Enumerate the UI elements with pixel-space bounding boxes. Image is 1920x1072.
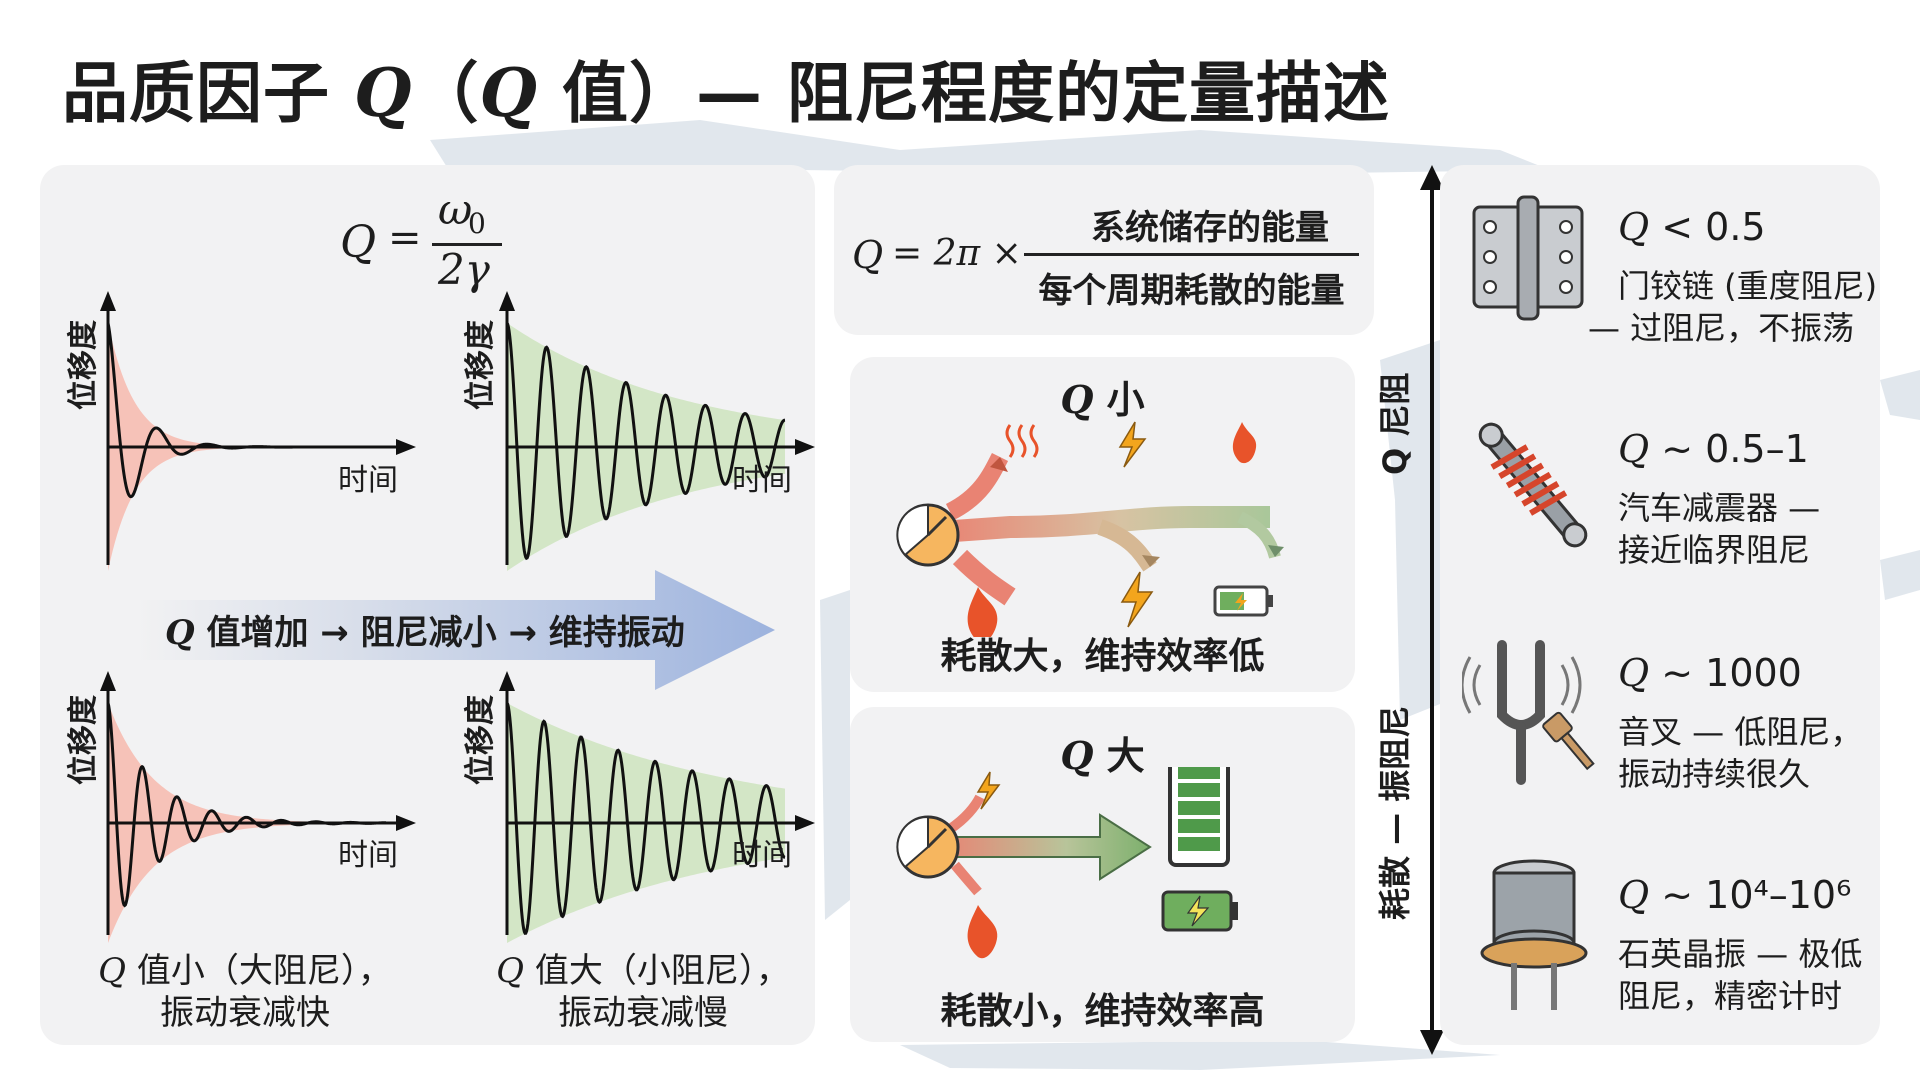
plot-bl-xaxis-arrow <box>396 815 416 831</box>
example-quartz-desc: 石英晶振 — 极低阻尼，精密计时 <box>1618 935 1863 1015</box>
plot-tl-xlabel: 时间 <box>338 463 398 498</box>
shock-absorber-icon <box>1478 422 1588 548</box>
damping-plots-panel: Q = ω 0 2γ 位移度 时间 位移度 时间 位移度 时间 位移度 时间 Q… <box>40 165 815 1045</box>
plot-tr-wave <box>505 322 786 561</box>
plot-bl-ylabel: 位移度 <box>66 695 101 785</box>
plot-tl <box>100 291 416 571</box>
axis-top-label: Q 尼阻 <box>1376 372 1414 475</box>
plot-tl-yaxis-arrow <box>100 291 116 311</box>
plot-br <box>499 671 815 943</box>
plot-bl-yaxis-arrow <box>100 671 116 691</box>
decay-plots <box>100 291 815 943</box>
plot-tr-yaxis-arrow <box>499 291 515 311</box>
q-large-title: Q 大 <box>1060 733 1145 778</box>
q-large-caption: 耗散小，维持效率高 <box>940 991 1265 1032</box>
examples-panel: Q < 0.5 门铰链 (重度阻尼)— 过阻尼，不振荡 Q ~ 0.5–1 汽车… <box>1440 165 1880 1045</box>
tuning-fork-icon <box>1462 640 1595 785</box>
q-vertical-axis <box>1420 165 1444 1055</box>
q-large-energy-flow <box>896 767 1238 959</box>
page-title: 品质因子 Q（Q 值）— 阻尼程度的定量描述 <box>62 54 1390 132</box>
plot-tr-xlabel: 时间 <box>732 463 792 498</box>
plot-br-xlabel: 时间 <box>732 838 792 873</box>
plot-br-yaxis-arrow <box>499 671 515 691</box>
plot-bl <box>100 671 416 943</box>
q-increase-label: Q 值增加 → 阻尼减小 → 维持振动 <box>165 613 685 653</box>
example-shock-q: Q ~ 0.5–1 <box>1618 427 1809 471</box>
axis-bottom-label: 耗散 — 振阻尼 <box>1376 705 1414 920</box>
plot-tl-xaxis-arrow <box>396 439 416 455</box>
example-hinge-desc: 门铰链 (重度阻尼)— 过阻尼，不振荡 <box>1588 267 1878 347</box>
q-small-panel: Q 小 <box>850 357 1355 692</box>
plot-tl-ylabel: 位移度 <box>66 320 101 410</box>
q-small-energy-flow <box>896 421 1284 637</box>
example-hinge-q: Q < 0.5 <box>1618 205 1766 249</box>
example-quartz-q: Q ~ 10⁴–10⁶ <box>1618 873 1852 917</box>
plot-tr <box>499 291 815 571</box>
q-small-caption: 耗散大，维持效率低 <box>940 636 1265 677</box>
example-fork-q: Q ~ 1000 <box>1618 651 1802 695</box>
q-increase-arrow <box>135 570 775 690</box>
example-fork-desc: 音叉 — 低阻尼，振动持续很久 <box>1618 713 1863 793</box>
q-large-panel: Q 大 耗散小，维持效率高 <box>850 707 1355 1042</box>
example-shock-desc: 汽车减震器 —接近临界阻尼 <box>1618 489 1821 569</box>
plot-tr-ylabel: 位移度 <box>463 320 498 410</box>
plot-br-xaxis-arrow <box>795 815 815 831</box>
plot-bl-xlabel: 时间 <box>338 838 398 873</box>
energy-formula-panel: Q = 2π × 系统储存的能量 每个周期耗散的能量 <box>834 165 1374 335</box>
plot-br-wave <box>505 702 786 935</box>
caption-high-q: Q 值大（小阻尼）， 振动衰减慢 <box>496 951 790 1033</box>
quartz-crystal-icon <box>1480 859 1588 1010</box>
plot-bl-wave <box>106 702 387 908</box>
door-hinge-icon <box>1472 195 1584 321</box>
q-small-title: Q 小 <box>1060 377 1145 422</box>
caption-low-q: Q 值小（大阻尼）， 振动衰减快 <box>98 951 392 1033</box>
plot-tl-wave <box>106 322 387 499</box>
plot-tr-xaxis-arrow <box>795 439 815 455</box>
plot-br-ylabel: 位移度 <box>463 695 498 785</box>
formula-omega-over-gamma: Q = ω 0 2γ <box>340 185 540 295</box>
